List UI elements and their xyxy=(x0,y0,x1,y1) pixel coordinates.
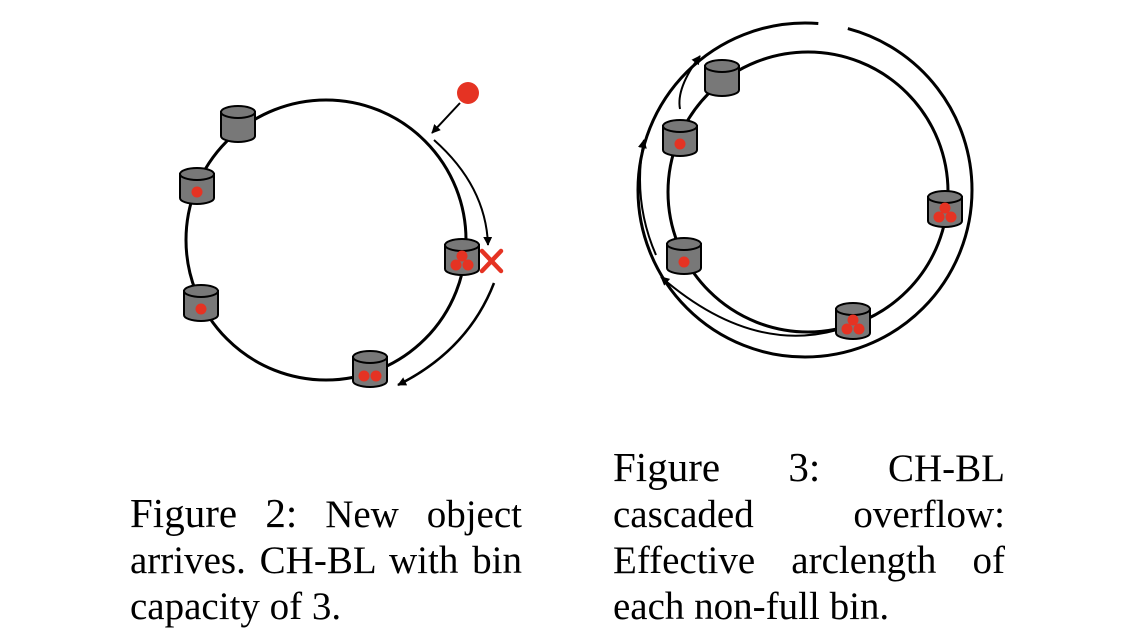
figure-2 xyxy=(179,82,504,388)
bin-icon xyxy=(179,167,215,205)
arclength-arrow-bottom xyxy=(660,276,838,337)
bin-lid xyxy=(704,59,740,73)
stored-object xyxy=(674,138,686,150)
overflow-arrow-to-full-bin xyxy=(433,139,493,246)
stored-object xyxy=(195,303,207,315)
bin-lid xyxy=(352,350,388,364)
bin-icon xyxy=(183,284,219,322)
stored-object xyxy=(853,323,865,335)
figure-3 xyxy=(636,21,974,359)
figure-label: Figure 3: xyxy=(613,444,821,490)
arclength-arrow-left xyxy=(638,139,657,256)
stored-object xyxy=(462,259,474,271)
stored-object xyxy=(841,323,853,335)
new-object xyxy=(457,82,479,104)
figure-2-caption: Figure 2: New object arrives. CH-BL with… xyxy=(130,490,522,630)
stored-object xyxy=(358,370,370,382)
stored-object xyxy=(678,256,690,268)
stored-object xyxy=(450,259,462,271)
bin-body xyxy=(704,65,740,97)
bin-lid xyxy=(927,190,963,204)
bin-icon xyxy=(352,350,388,388)
bin-icon xyxy=(704,59,740,97)
stored-object xyxy=(370,370,382,382)
bin-icon xyxy=(927,190,963,228)
arrival-arrow xyxy=(431,102,461,134)
stored-object xyxy=(939,202,951,214)
bin-lid xyxy=(835,302,871,316)
caption-text: New object arrives. CH-BL with bin capac… xyxy=(130,493,522,628)
stored-object xyxy=(933,211,945,223)
stored-object xyxy=(847,314,859,326)
bin-icon xyxy=(220,105,256,143)
caption-text: CH-BL cascaded overflow: Effective arcle… xyxy=(613,447,1005,628)
bin-icon xyxy=(666,237,702,275)
bin-full-reject-icon xyxy=(479,248,504,274)
effective-arc-outer-ring xyxy=(636,21,974,359)
stored-object xyxy=(191,186,203,198)
bin-lid xyxy=(666,237,702,251)
bin-lid xyxy=(444,238,480,252)
bin-lid xyxy=(220,105,256,119)
bin-lid xyxy=(179,167,215,181)
figure-3-caption: Figure 3: CH-BL cascaded overflow: Effec… xyxy=(613,444,1005,630)
figure-label: Figure 2: xyxy=(130,490,298,536)
bin-icon xyxy=(835,302,871,340)
stored-object xyxy=(945,211,957,223)
bin-icon xyxy=(662,119,698,157)
overflow-arrow-to-next-bin xyxy=(397,282,496,387)
bin-icon xyxy=(444,238,480,276)
bin-body xyxy=(220,111,256,143)
stored-object xyxy=(456,250,468,262)
hash-ring xyxy=(184,98,468,382)
bin-lid xyxy=(662,119,698,133)
bin-lid xyxy=(183,284,219,298)
arclength-arrow-top xyxy=(678,55,701,110)
